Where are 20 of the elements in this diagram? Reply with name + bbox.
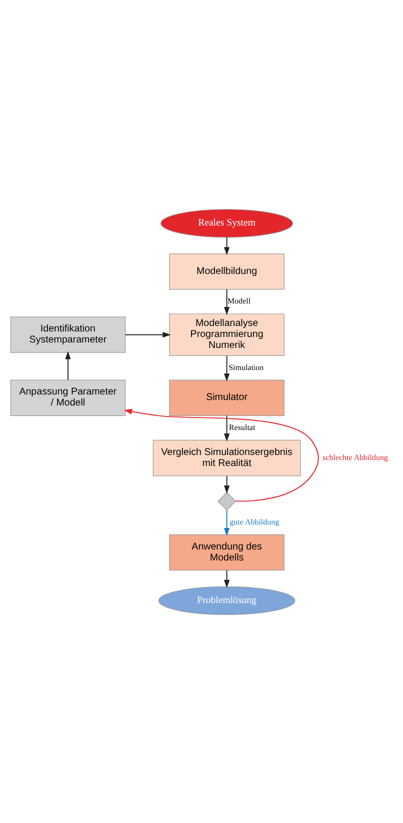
node-diamond	[217, 491, 236, 510]
node-box: Modellbildung	[169, 252, 284, 290]
arrow	[224, 236, 230, 255]
node-box: Identifikation Systemparameter	[10, 316, 126, 352]
arrow	[224, 288, 230, 315]
node-box: Modellanalyse Programmierung Numerik	[169, 313, 284, 356]
arrow	[224, 474, 230, 494]
arrow	[224, 354, 230, 382]
node-box: Simulator	[169, 379, 284, 416]
node-box: Anwendung des Modells	[169, 534, 284, 570]
arrow	[65, 350, 71, 380]
node-box: Anpassung Parameter / Modell	[10, 379, 126, 416]
arrow	[124, 331, 171, 338]
arrow	[224, 509, 230, 536]
node-ellipse: Problemlösung	[158, 586, 296, 614]
node-ellipse: Reales System	[160, 208, 294, 238]
node-box: Vergleich Simulationsergebnis mit Realität	[152, 439, 301, 476]
arrow	[124, 408, 319, 502]
arrow	[224, 414, 230, 442]
arrow	[224, 569, 230, 588]
